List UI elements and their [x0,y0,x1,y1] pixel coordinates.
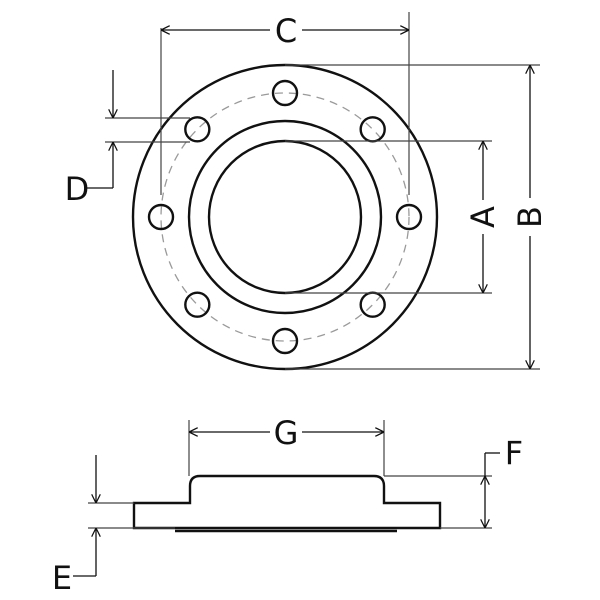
side-view [132,474,442,533]
label-b: B [511,206,549,228]
bore-circle [207,139,363,295]
bolt-hole [395,203,423,231]
dimension-g: G [188,414,385,476]
dimension-b: B [285,64,549,370]
dimension-d: D [65,70,190,208]
hub-outer-circle [187,119,383,315]
side-profile [132,474,442,530]
label-a: A [464,206,502,228]
flange-outer-circle [131,63,439,371]
label-d: D [65,170,90,208]
bolt-hole [184,116,211,143]
bolt-holes [147,79,423,355]
dimension-a: A [285,140,502,294]
bolt-hole [359,116,386,143]
label-f: F [505,434,523,472]
label-g: G [274,414,299,452]
dimension-f: F [384,434,523,529]
label-c: C [275,12,297,50]
bolt-hole [271,79,299,107]
bolt-hole [184,291,211,318]
top-view [131,63,439,371]
bolt-hole [359,291,386,318]
dimension-e: E [52,455,175,597]
bolt-hole [147,203,175,231]
bolt-circle [160,92,410,342]
label-e: E [52,559,72,597]
dimension-c: C [160,12,410,195]
bolt-hole [271,327,299,355]
